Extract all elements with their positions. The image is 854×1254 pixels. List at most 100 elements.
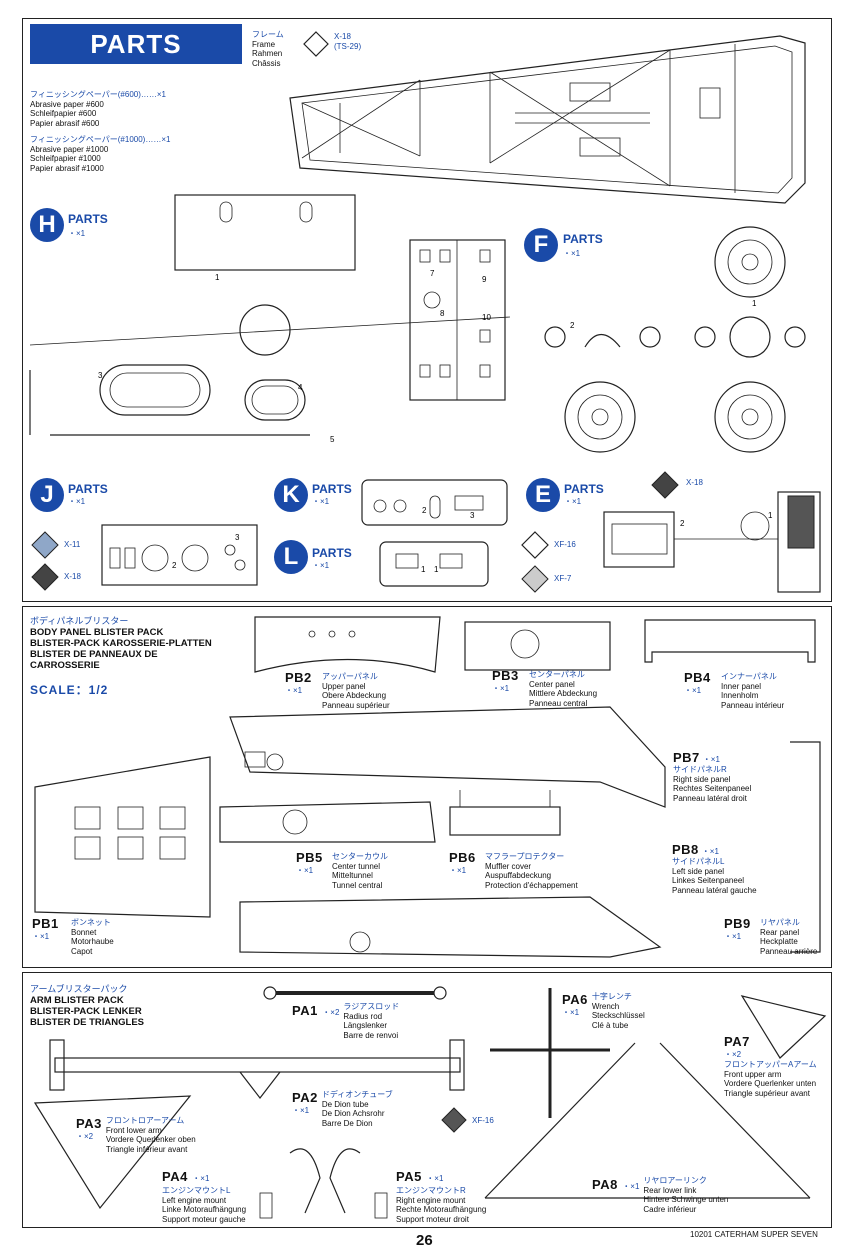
pa4-code: PA4: [162, 1169, 188, 1184]
arm-panel-title-2: BLISTER-PACK LENKER: [30, 1006, 142, 1017]
pb6-en: Muffler cover: [485, 861, 532, 871]
frame-color-code: X-18: [334, 32, 351, 41]
pb1-code: PB1: [32, 916, 59, 931]
pa4-en: Left engine mount: [162, 1195, 227, 1205]
pb9-fr: Panneau arrière: [760, 946, 818, 956]
abrasive-600-de: Schleifpapier #600: [30, 109, 97, 118]
tree-L-badge: L: [274, 540, 308, 574]
abrasive-600-jp: フィニッシングペーパー(#600)……×1: [30, 90, 167, 99]
arm-panel-section: [22, 972, 832, 1228]
abrasive-1000-de: Schleifpapier #1000: [30, 154, 101, 163]
pa4-jp: エンジンマウントL: [162, 1186, 231, 1195]
tree-E-color-3: XF-7: [554, 574, 572, 583]
frame-ts-code: (TS-29): [334, 41, 362, 51]
tree-J-num-2: 2: [172, 561, 177, 570]
pb3-de: Mittlere Abdeckung: [529, 689, 598, 698]
pa4-de: Linke Motoraufhängung: [162, 1205, 247, 1214]
pb3-jp: センターパネル: [529, 670, 585, 679]
pb5-en: Center tunnel: [332, 861, 381, 871]
pa3-en: Front lower arm: [105, 1125, 162, 1135]
pa8-qty: ・×1: [622, 1182, 640, 1191]
pb1-de: Motorhaube: [71, 937, 114, 946]
tree-F-drawing: 2 1: [544, 226, 806, 453]
frame-jp: フレーム: [252, 30, 284, 39]
pb9-qty: ・×1: [724, 932, 742, 941]
pb6-text: マフラープロテクター Muffler cover Auspuffabdeckun…: [485, 852, 578, 890]
pb6-qty: ・×1: [449, 866, 467, 875]
abrasive-1000-jp: フィニッシングペーパー(#1000)……×1: [30, 135, 171, 144]
abrasive-1000-en: Abrasive paper #1000: [30, 144, 109, 154]
pb1-text: ボンネット Bonnet Motorhaube Capot: [71, 918, 114, 956]
pa2-code: PA2: [292, 1090, 318, 1105]
parts-header: PARTS: [30, 24, 242, 64]
pa1-label: PA1 ・×2 ラジアスロッド Radius rod Längslenker B…: [292, 1002, 399, 1040]
body-panel-title-2: BLISTER-PACK KAROSSERIE-PLATTEN: [30, 638, 212, 649]
pb4-fr: Panneau intérieur: [721, 700, 785, 710]
pb6-de: Auspuffabdeckung: [485, 871, 552, 880]
pa8-label: PA8 ・×1 リヤロアーリンク Rear lower link Hintere…: [592, 1176, 728, 1214]
model-name: 10201 CATERHAM SUPER SEVEN: [690, 1230, 818, 1239]
pb8-label: PB8 ・×1 サイドパネルL Left side panel Linkes S…: [672, 842, 757, 895]
tree-H-num-3: 3: [98, 371, 103, 380]
abrasive-600-en: Abrasive paper #600: [30, 99, 104, 109]
pa2-jp: ドディオンチューブ: [321, 1090, 393, 1099]
pb6-jp: マフラープロテクター: [485, 852, 565, 861]
pa2-de: De Dion Achsrohr: [321, 1109, 385, 1118]
pa2-label: PA2 ・×1 ドディオンチューブ De Dion tube De Dion A…: [292, 1090, 393, 1128]
body-panel-title-3: BLISTER DE PANNEAUX DE: [30, 649, 158, 660]
pb5-jp: センターカウル: [332, 852, 388, 861]
pa6-code: PA6: [562, 992, 588, 1007]
tree-K-qty: ・×1: [312, 497, 330, 506]
pb4-de: Innenholm: [721, 691, 759, 700]
pa5-label: PA5 ・×1 エンジンマウントR Right engine mount Rec…: [396, 1168, 486, 1224]
pa7-code: PA7: [724, 1034, 750, 1049]
pa6-label: PA6 ・×1 十字レンチ Wrench Steckschlüssel Clé …: [562, 992, 645, 1030]
pb3-en: Center panel: [529, 679, 575, 689]
pb8-fr: Panneau latéral gauche: [672, 885, 757, 895]
tree-H-drawing: 1 3 4 5 7 8 9 10: [29, 194, 511, 444]
pa5-qty: ・×1: [426, 1174, 444, 1183]
pa7-de: Vordere Querlenker unten: [724, 1079, 817, 1088]
pb7-jp: サイドパネルR: [673, 765, 727, 774]
tree-H-qty: ・×1: [68, 229, 86, 238]
pa6-de: Steckschlüssel: [591, 1011, 645, 1020]
tree-K-num-2: 2: [422, 506, 427, 515]
tree-L-num-1b: 1: [434, 565, 439, 574]
pb1-fr: Capot: [71, 946, 93, 956]
body-panel-title-1: BODY PANEL BLISTER PACK: [30, 627, 164, 638]
pb5-qty: ・×1: [296, 866, 314, 875]
pb9-de: Heckplatte: [760, 937, 798, 946]
pb6-label: PB6 ・×1: [449, 850, 476, 876]
pa7-qty: ・×2: [724, 1050, 742, 1059]
pa5-fr: Support moteur droit: [396, 1214, 469, 1224]
tree-F-num-1: 1: [752, 299, 757, 308]
pa6-fr: Clé à tube: [591, 1020, 629, 1030]
pa8-de: Hintere Schwinge unten: [643, 1195, 729, 1204]
frame-en: Frame: [252, 39, 276, 49]
pa1-code: PA1: [292, 1003, 318, 1018]
pb5-label: PB5 ・×1: [296, 850, 323, 876]
pb7-qty: ・×1: [702, 755, 720, 764]
arm-panel-title-3: BLISTER DE TRIANGLES: [30, 1017, 145, 1028]
xf16-arm-swatch-icon: [441, 1107, 467, 1133]
pb5-fr: Tunnel central: [332, 880, 383, 890]
body-panel-scale: SCALE：1/2: [30, 683, 109, 697]
pa5-en: Right engine mount: [396, 1195, 466, 1205]
tree-F-num-2: 2: [570, 321, 575, 330]
pb5-de: Mitteltunnel: [332, 871, 373, 880]
pb4-en: Inner panel: [721, 681, 762, 691]
tree-K-label: PARTS: [312, 482, 352, 496]
arm-panel-drawings: [33, 986, 827, 1219]
x11-swatch-icon: [31, 531, 59, 559]
body-panel-jp: ボディパネルブリスター: [30, 616, 129, 626]
pb2-qty: ・×1: [285, 686, 303, 695]
pa2-en: De Dion tube: [321, 1099, 369, 1109]
pb3-qty: ・×1: [492, 684, 510, 693]
frame-color-codes: X-18 (TS-29): [334, 32, 361, 51]
pb3-text: センターパネル Center panel Mittlere Abdeckung …: [529, 670, 597, 708]
pa1-de: Längslenker: [343, 1021, 387, 1030]
pb7-de: Rechtes Seitenpaneel: [673, 784, 752, 793]
pa4-fr: Support moteur gauche: [162, 1214, 246, 1224]
pb3-fr: Panneau central: [529, 698, 588, 708]
pb4-jp: インナーパネル: [721, 672, 777, 681]
